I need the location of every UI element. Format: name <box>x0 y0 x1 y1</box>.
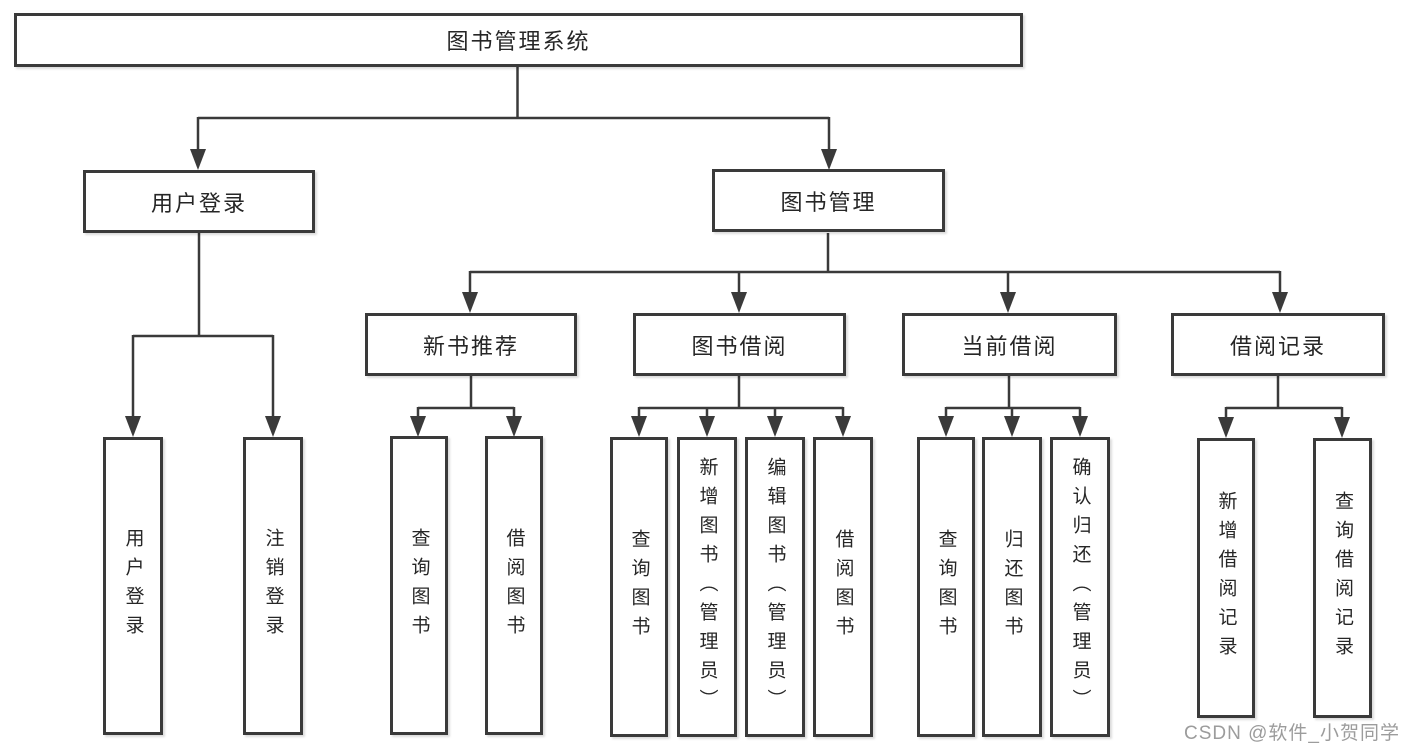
node-label: 归还图书 <box>1001 529 1023 645</box>
arrowhead-icon <box>1000 292 1016 313</box>
connector-user-login-children <box>125 233 281 437</box>
node-label: 借阅图书 <box>832 529 854 645</box>
node-user-login: 用户登录 <box>83 170 315 233</box>
node-label: 查询图书 <box>408 527 430 644</box>
node-label: 图书借阅 <box>691 333 788 359</box>
leaf-cb-query-books: 查询图书 <box>917 437 975 737</box>
arrowhead-icon <box>265 416 281 437</box>
arrowhead-icon <box>190 149 206 170</box>
node-label: 新增借阅记录 <box>1215 491 1237 665</box>
arrowhead-icon <box>506 416 522 437</box>
node-label: 查询图书 <box>628 529 650 645</box>
node-book-borrow: 图书借阅 <box>633 313 846 376</box>
node-current-borrow: 当前借阅 <box>902 313 1117 376</box>
node-label: 用户登录 <box>122 528 144 644</box>
leaf-bb-edit-books-admin: 编辑图书（管理员） <box>745 437 805 737</box>
arrowhead-icon <box>462 292 478 313</box>
arrowhead-icon <box>631 416 647 437</box>
node-book-management: 图书管理 <box>712 169 945 232</box>
leaf-cb-return-books: 归还图书 <box>982 437 1042 737</box>
node-label: 图书管理 <box>780 189 877 215</box>
node-label: 当前借阅 <box>961 333 1058 359</box>
arrowhead-icon <box>125 416 141 437</box>
arrowhead-icon <box>699 416 715 437</box>
leaf-logout: 注销登录 <box>243 437 303 735</box>
leaf-bb-query-books: 查询图书 <box>610 437 668 737</box>
node-label: 新增图书（管理员） <box>696 456 718 718</box>
arrowhead-icon <box>938 416 954 437</box>
node-label: 注销登录 <box>262 528 284 644</box>
arrowhead-icon <box>1218 417 1234 438</box>
connector-book-management-children <box>462 233 1288 313</box>
node-label: 图书管理系统 <box>446 29 591 54</box>
node-label: 查询借阅记录 <box>1332 491 1353 665</box>
leaf-bb-add-books-admin: 新增图书（管理员） <box>677 437 737 737</box>
node-label: 新书推荐 <box>422 333 519 359</box>
connector-borrow-records-children <box>1218 376 1350 438</box>
leaf-bb-borrow-books: 借阅图书 <box>813 437 873 737</box>
arrowhead-icon <box>1004 416 1020 437</box>
arrowhead-icon <box>835 416 851 437</box>
leaf-nbr-query-books: 查询图书 <box>390 436 448 735</box>
connector-new-book-recommend-children <box>410 376 522 437</box>
arrowhead-icon <box>1334 417 1350 438</box>
csdn-watermark: CSDN @软件_小贺同学 <box>1184 723 1400 744</box>
node-new-book-recommend: 新书推荐 <box>365 313 577 376</box>
leaf-nbr-borrow-books: 借阅图书 <box>485 436 543 735</box>
leaf-cb-confirm-return-admin: 确认归还（管理员） <box>1050 437 1110 737</box>
leaf-br-add-record: 新增借阅记录 <box>1197 438 1255 718</box>
node-label: 用户登录 <box>150 190 247 216</box>
node-borrow-records: 借阅记录 <box>1171 313 1385 376</box>
connector-current-borrow-children <box>938 376 1088 437</box>
arrowhead-icon <box>731 292 747 313</box>
leaf-user-login: 用户登录 <box>103 437 163 735</box>
node-label: 借阅图书 <box>503 527 525 644</box>
arrowhead-icon <box>1272 292 1288 313</box>
arrowhead-icon <box>767 416 783 437</box>
arrowhead-icon <box>1072 416 1088 437</box>
leaf-br-query-record: 查询借阅记录 <box>1313 438 1372 718</box>
arrowhead-icon <box>410 416 426 437</box>
node-label: 借阅记录 <box>1229 333 1326 359</box>
node-label: 确认归还（管理员） <box>1069 456 1091 718</box>
node-label: 编辑图书（管理员） <box>764 456 786 718</box>
node-root-system: 图书管理系统 <box>14 13 1023 67</box>
connector-root-to-level2 <box>190 67 837 170</box>
arrowhead-icon <box>821 149 837 170</box>
connector-book-borrow-children <box>631 376 851 437</box>
node-label: 查询图书 <box>935 529 957 645</box>
